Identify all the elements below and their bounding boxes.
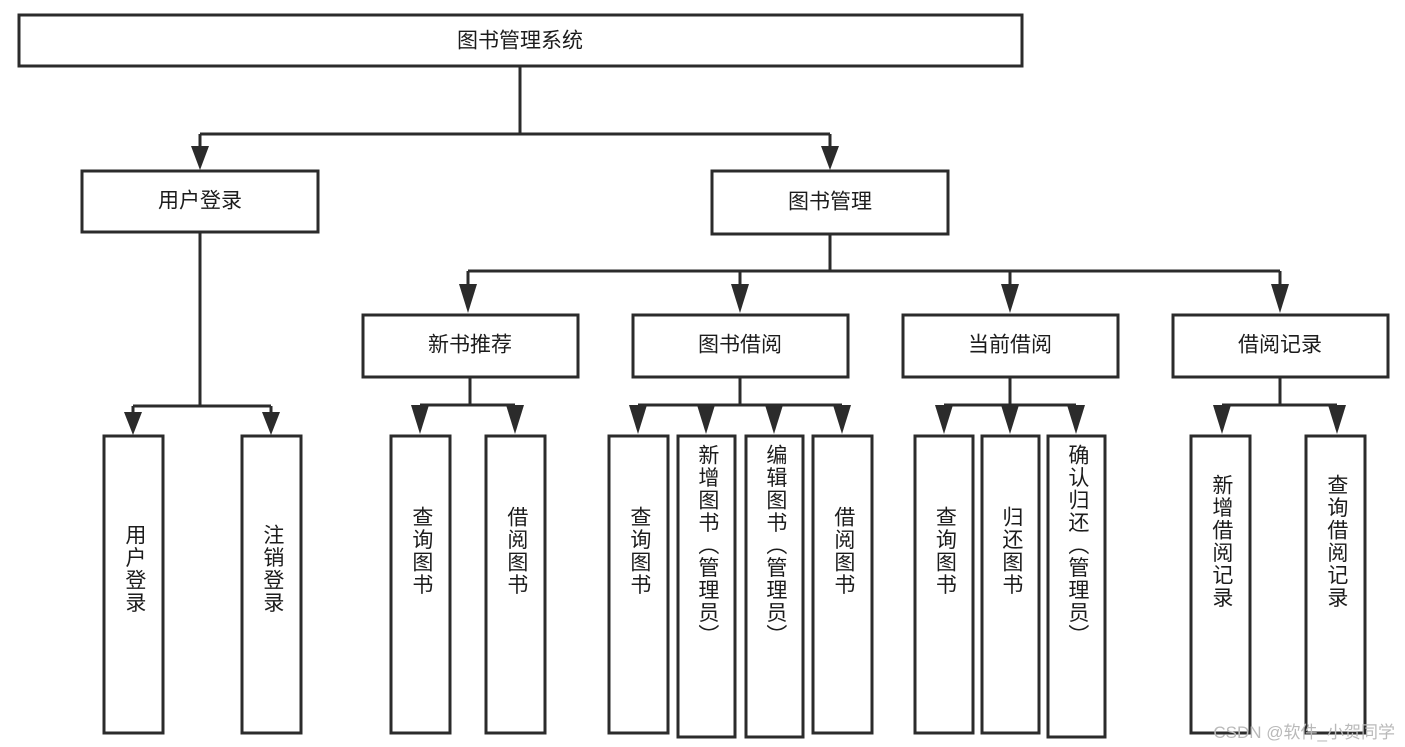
- arrow-head-new-book-recommend: [459, 284, 477, 313]
- node-book-borrow-label: 图书借阅: [698, 334, 782, 357]
- arrow-head-leaf-user-login: [124, 412, 142, 435]
- node-leaf-confirm-return-box[interactable]: [1046, 434, 1107, 739]
- arrow-head-leaf-query-book-2: [629, 405, 647, 434]
- node-leaf-user-login-box[interactable]: [102, 434, 165, 735]
- node-leaf-query-book-2-box[interactable]: [607, 434, 670, 735]
- connector-group-borrow-record: [1213, 377, 1346, 434]
- connector-group-user-login: [124, 232, 280, 435]
- node-borrow-record-label: 借阅记录: [1238, 334, 1322, 357]
- node-new-book-recommend-label: 新书推荐: [428, 334, 512, 357]
- node-leaf-add-book-box[interactable]: [676, 434, 737, 739]
- node-current-borrow[interactable]: 当前借阅: [901, 313, 1120, 379]
- arrow-head-leaf-query-book-3: [935, 405, 953, 434]
- node-current-borrow-label: 当前借阅: [968, 334, 1052, 357]
- arrow-head-current-borrow: [1001, 284, 1019, 313]
- arrow-head-borrow-record: [1271, 284, 1289, 313]
- node-leaf-logout-box[interactable]: [240, 434, 303, 735]
- connector-group-current-borrow: [935, 377, 1085, 434]
- arrow-head-leaf-confirm-return: [1067, 405, 1085, 434]
- arrow-head-leaf-add-book: [697, 405, 715, 434]
- node-book-management-label: 图书管理: [788, 191, 872, 214]
- arrow-head-leaf-logout: [262, 412, 280, 435]
- arrow-head-leaf-add-record: [1213, 405, 1231, 434]
- node-leaf-query-book-1-box[interactable]: [389, 434, 452, 735]
- node-root-box[interactable]: [17, 13, 1024, 68]
- node-leaf-borrow-book-1-box[interactable]: [484, 434, 547, 735]
- arrow-head-leaf-borrow-book-2: [833, 405, 851, 434]
- node-book-management-box[interactable]: [710, 169, 950, 236]
- arrow-head-book-borrow: [731, 284, 749, 313]
- node-user-login-label: 用户登录: [158, 190, 242, 213]
- node-new-book-recommend[interactable]: 新书推荐: [361, 313, 580, 379]
- node-leaf-borrow-book-2-box[interactable]: [811, 434, 874, 735]
- connector-group-book-management: [459, 234, 1289, 313]
- node-borrow-record-box[interactable]: [1171, 313, 1390, 379]
- node-book-management[interactable]: 图书管理: [710, 169, 950, 236]
- connector-group-new-book-recommend: [411, 377, 524, 434]
- arrow-head-book-management: [821, 146, 839, 170]
- node-leaf-add-record-box[interactable]: [1189, 434, 1252, 735]
- node-book-borrow[interactable]: 图书借阅: [631, 313, 850, 379]
- node-leaf-query-record-box[interactable]: [1304, 434, 1367, 735]
- arrow-head-user-login: [191, 146, 209, 170]
- arrow-head-leaf-query-record: [1328, 405, 1346, 434]
- node-borrow-record[interactable]: 借阅记录: [1171, 313, 1390, 379]
- arrow-head-leaf-return-book: [1001, 405, 1019, 434]
- arrow-head-leaf-edit-book: [765, 405, 783, 434]
- connector-group-book-borrow: [629, 377, 851, 434]
- node-new-book-recommend-box[interactable]: [361, 313, 580, 379]
- csdn-watermark: CSDN @软件_小贺同学: [1213, 723, 1395, 742]
- node-book-borrow-box[interactable]: [631, 313, 850, 379]
- node-leaf-query-book-3-box[interactable]: [913, 434, 975, 735]
- node-root-label: 图书管理系统: [457, 30, 583, 53]
- arrow-head-leaf-borrow-book-1: [506, 405, 524, 434]
- node-root[interactable]: 图书管理系统: [17, 13, 1024, 68]
- node-leaf-return-book-box[interactable]: [980, 434, 1041, 735]
- node-user-login[interactable]: 用户登录: [80, 169, 320, 234]
- connector-group-root: [191, 66, 839, 170]
- node-user-login-box[interactable]: [80, 169, 320, 234]
- arrow-head-leaf-query-book-1: [411, 405, 429, 434]
- node-leaf-edit-book-box[interactable]: [744, 434, 805, 739]
- node-current-borrow-box[interactable]: [901, 313, 1120, 379]
